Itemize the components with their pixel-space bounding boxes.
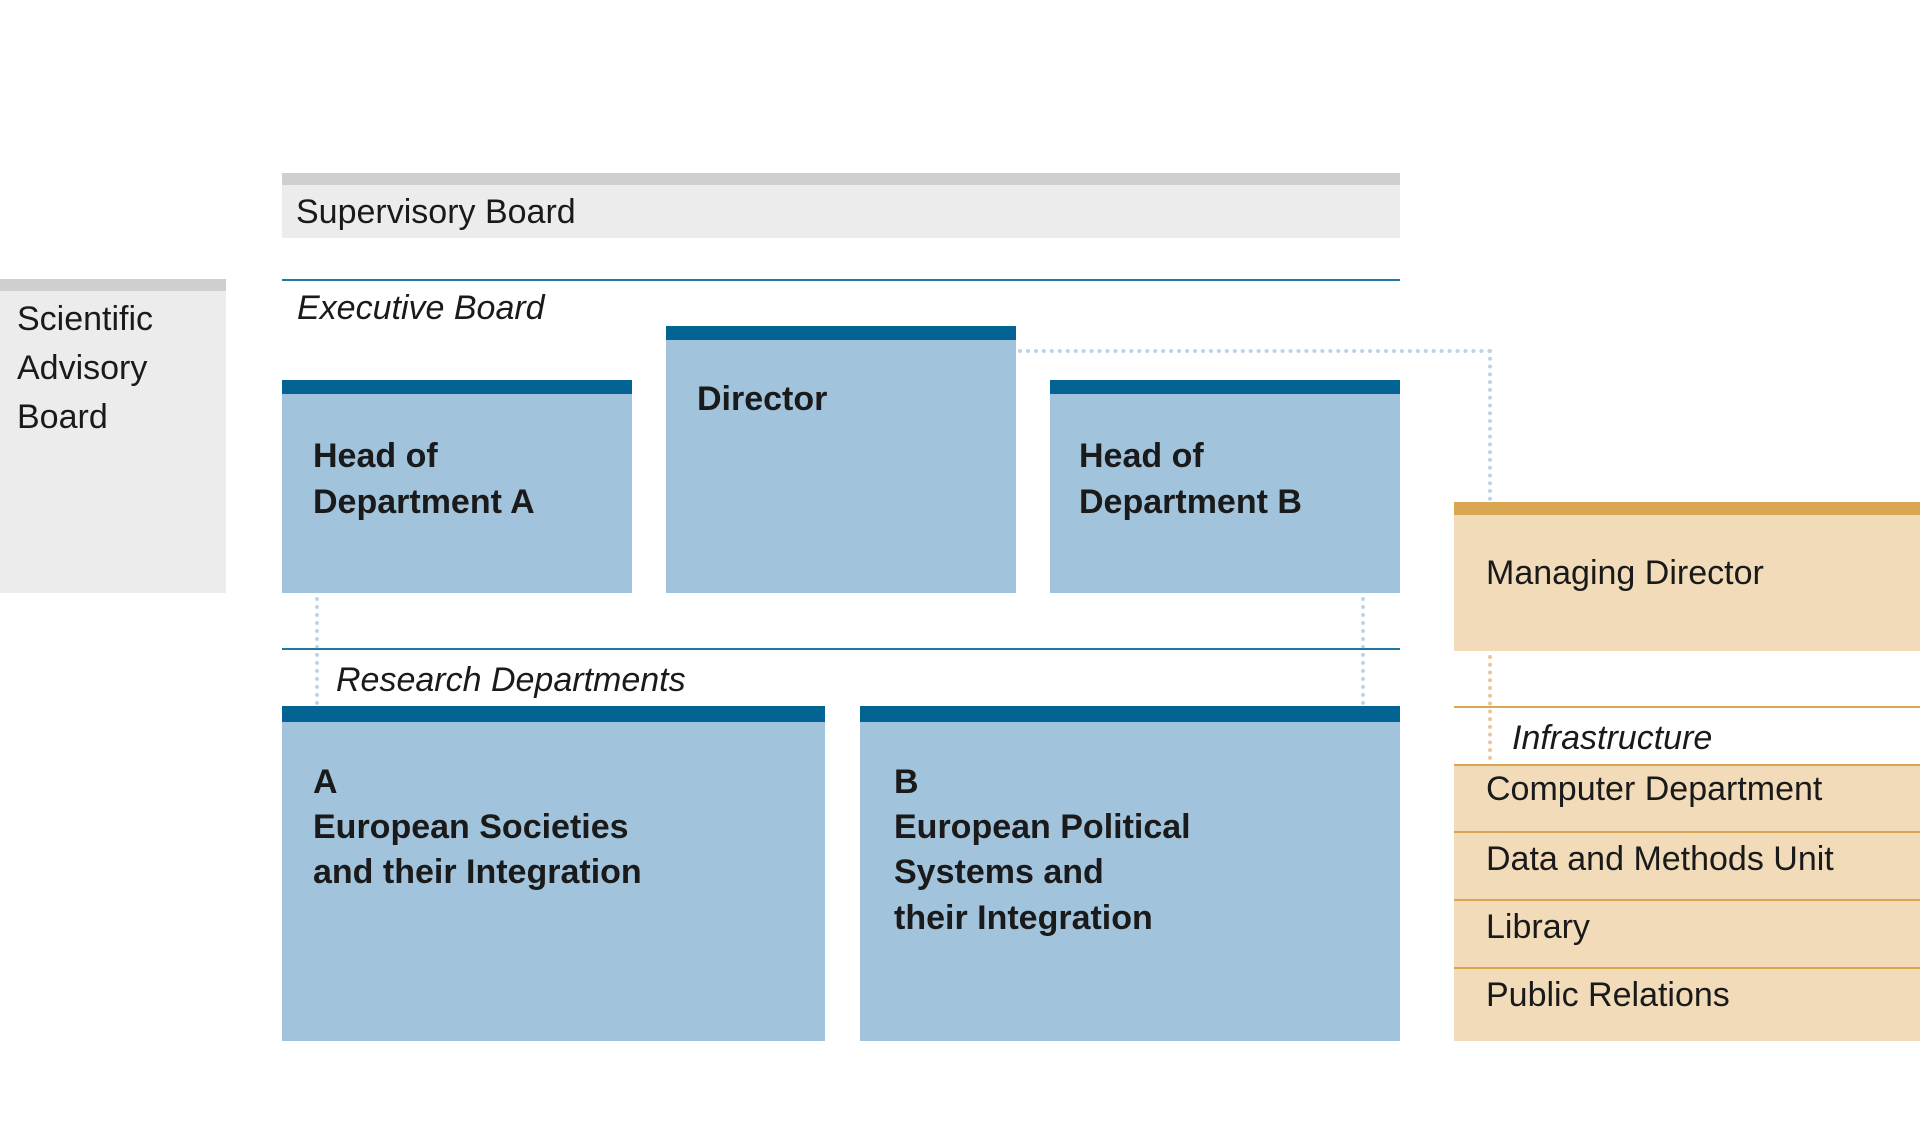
infrastructure-divider: [1454, 967, 1920, 969]
infrastructure-item-public-relations: Public Relations: [1486, 976, 1730, 1014]
dept-a-box: A European Societies and their Integrati…: [282, 722, 825, 1041]
dept-b-top-bar: [860, 706, 1400, 722]
infrastructure-item-library: Library: [1486, 908, 1590, 946]
dept-b-connector: [1361, 597, 1365, 705]
managing-connector-vertical: [1488, 349, 1492, 501]
dept-b-box: B European Political Systems and their I…: [860, 722, 1400, 1041]
infrastructure-divider: [1454, 831, 1920, 833]
dept-a-top-bar: [282, 706, 825, 722]
director-to-managing-connector: [1018, 349, 1492, 353]
head-dept-b-top-bar: [1050, 380, 1400, 394]
director-label: Director: [697, 380, 828, 418]
director-box: Director: [666, 340, 1016, 593]
infrastructure-divider: [1454, 764, 1920, 766]
scientific-advisory-board-box: Scientific Advisory Board: [0, 291, 226, 593]
supervisory-board-label: Supervisory Board: [296, 193, 576, 231]
infrastructure-list: Computer Department Data and Methods Uni…: [1454, 764, 1920, 1041]
managing-director-label: Managing Director: [1486, 554, 1764, 592]
executive-board-heading: Executive Board: [297, 289, 545, 327]
head-dept-a-top-bar: [282, 380, 632, 394]
supervisory-board-top-bar: [282, 173, 1400, 185]
infrastructure-divider: [1454, 899, 1920, 901]
head-dept-b-box: Head of Department B: [1050, 394, 1400, 593]
infrastructure-heading: Infrastructure: [1512, 719, 1713, 757]
infrastructure-item-data-methods: Data and Methods Unit: [1486, 840, 1834, 878]
dept-a-connector: [315, 597, 319, 705]
dept-a-label: A European Societies and their Integrati…: [313, 763, 642, 892]
infrastructure-item-computer: Computer Department: [1486, 770, 1823, 808]
scientific-advisory-board-top-bar: [0, 279, 226, 291]
supervisory-board-box: Supervisory Board: [282, 185, 1400, 238]
executive-board-rule: [282, 279, 1400, 281]
research-departments-rule: [282, 648, 1400, 650]
head-dept-a-label: Head of Department A: [313, 437, 535, 522]
head-dept-b-label: Head of Department B: [1079, 437, 1302, 522]
infrastructure-rule: [1454, 706, 1920, 708]
research-departments-heading: Research Departments: [336, 661, 686, 699]
managing-director-top-bar: [1454, 502, 1920, 515]
dept-b-label: B European Political Systems and their I…: [894, 763, 1191, 937]
scientific-advisory-board-label: Scientific Advisory Board: [17, 300, 154, 436]
head-dept-a-box: Head of Department A: [282, 394, 632, 593]
managing-director-box: Managing Director: [1454, 515, 1920, 651]
director-top-bar: [666, 326, 1016, 340]
